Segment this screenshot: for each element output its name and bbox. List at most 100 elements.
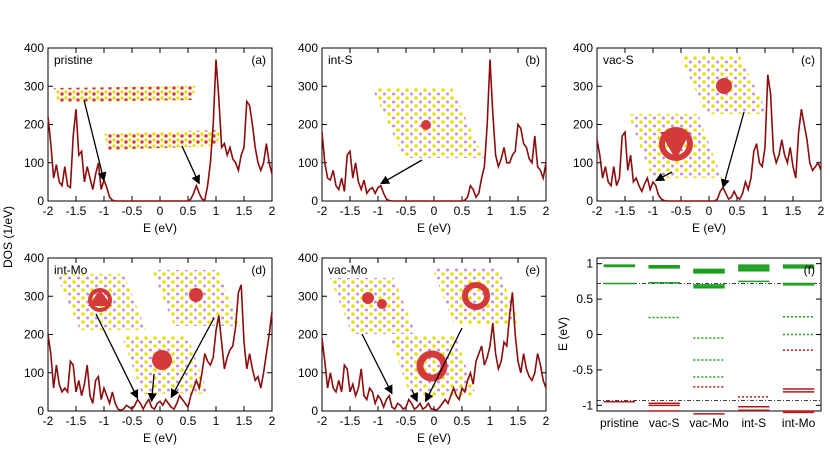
- isosurface-left-b: [377, 299, 387, 309]
- y-tick-label: 0: [586, 328, 593, 342]
- y-tick-label: 300: [573, 79, 593, 93]
- x-tick-label: -1.5: [66, 414, 87, 428]
- x-tick-label: 1.5: [510, 414, 527, 428]
- x-tick-label: -1: [373, 414, 384, 428]
- lattice-structure-left: [330, 278, 416, 334]
- chain-structure-top: [54, 86, 196, 102]
- y-tick-label: 200: [298, 328, 318, 342]
- panel-e-tag: (e): [525, 263, 540, 277]
- x-tick-label: -0.5: [122, 414, 143, 428]
- panel-a-inset-top-chain: [54, 86, 196, 102]
- category-label: int-S: [741, 416, 766, 430]
- x-tick-label: 1: [213, 414, 220, 428]
- y-tick-label: 0: [311, 404, 318, 418]
- panel-e-arrow-3: [425, 327, 463, 403]
- panel-b-arrow-1: [380, 159, 423, 185]
- x-tick-label: 2: [543, 204, 550, 218]
- panel-d-arrow-1: [95, 313, 139, 400]
- panel-f-tag: (f): [804, 263, 815, 277]
- chain-structure-bottom: [104, 130, 222, 150]
- x-tick-label: 0.5: [454, 204, 471, 218]
- isosurface-blob-bottom: [660, 132, 690, 160]
- panel-e-title: vac-Mo: [328, 263, 368, 277]
- x-tick-label: 1: [487, 204, 494, 218]
- y-tick-label: 200: [298, 118, 318, 132]
- x-tick-label: 1: [762, 204, 769, 218]
- panel-c-tag: (c): [801, 53, 815, 67]
- x-tick-label: 1.5: [236, 204, 253, 218]
- category-label: pristine: [600, 416, 639, 430]
- isosurface-ring-middle: [416, 350, 448, 382]
- y-tick-label: 400: [573, 41, 593, 55]
- x-tick-label: 0: [431, 204, 438, 218]
- x-tick-label: -2: [317, 204, 328, 218]
- panel-d-tag: (d): [251, 263, 266, 277]
- x-tick-label: 0.5: [454, 414, 471, 428]
- panel-d-ticks: [47, 257, 273, 412]
- y-tick-label: 0: [586, 194, 593, 208]
- x-tick-label: -1: [99, 204, 110, 218]
- x-tick-label: -1: [648, 204, 659, 218]
- shared-y-axis-label: DOS (1/eV): [1, 206, 15, 268]
- x-tick-label: 2: [818, 204, 825, 218]
- x-tick-label: -0.5: [122, 204, 143, 218]
- x-tick-label: 0: [157, 204, 164, 218]
- x-tick-label: 1.5: [236, 414, 253, 428]
- x-tick-label: 1: [487, 414, 494, 428]
- panel-e-dos-line: [321, 292, 547, 412]
- panel-c-inset-top: [680, 56, 768, 114]
- panel-c-title: vac-S: [603, 53, 634, 67]
- panel-d-arrow-2: [147, 373, 157, 403]
- x-tick-label: -1.5: [340, 414, 361, 428]
- x-tick-label: 0: [706, 204, 713, 218]
- y-tick-label: 0: [311, 194, 318, 208]
- x-tick-label: 0.5: [729, 204, 746, 218]
- y-tick-label: 200: [24, 118, 44, 132]
- panel-a-frame: [47, 47, 273, 202]
- y-tick-label: 300: [24, 79, 44, 93]
- panel-e-arrow-1: [361, 333, 393, 395]
- x-tick-label: 2: [269, 204, 276, 218]
- isosurface-middle: [152, 350, 172, 370]
- panel-b-dos-line: [321, 59, 547, 202]
- panel-c-arrow-1: [654, 171, 673, 182]
- y-tick-label: -1: [582, 398, 593, 412]
- y-tick-label: 300: [24, 289, 44, 303]
- panel-b-title: int-S: [328, 53, 353, 67]
- x-tick-label: -1: [99, 414, 110, 428]
- isosurface-ring-left: [88, 288, 112, 312]
- y-tick-label: 0: [37, 194, 44, 208]
- panel-b-inset-lattice: [372, 88, 484, 158]
- panel-f-ticks: [597, 263, 821, 406]
- x-tick-label: -1.5: [340, 204, 361, 218]
- isosurface-left-a: [362, 292, 374, 304]
- panel-a-ticks: [47, 47, 273, 202]
- lattice-structure-middle: [390, 336, 476, 396]
- category-label: vac-Mo: [689, 416, 729, 430]
- y-tick-label: 400: [24, 41, 44, 55]
- x-tick-label: -2: [43, 204, 54, 218]
- x-tick-label: -1.5: [615, 204, 636, 218]
- panel-a-dos-line: [47, 59, 273, 202]
- panel-b-ticks: [321, 47, 547, 202]
- panel-e-xlabel: E (eV): [417, 431, 451, 445]
- panel-b-tag: (b): [525, 53, 540, 67]
- y-tick-label: 400: [298, 41, 318, 55]
- x-tick-label: 1.5: [510, 204, 527, 218]
- panel-c-ticks: [596, 47, 822, 202]
- panel-c-xlabel: E (eV): [692, 221, 726, 235]
- x-tick-label: 2: [269, 414, 276, 428]
- panel-c-arrow-2: [720, 111, 745, 189]
- isosurface-ring-right: [462, 282, 490, 310]
- lattice-structure-right: [432, 268, 520, 324]
- x-tick-label: 0.5: [180, 414, 197, 428]
- x-tick-label: 1: [213, 204, 220, 218]
